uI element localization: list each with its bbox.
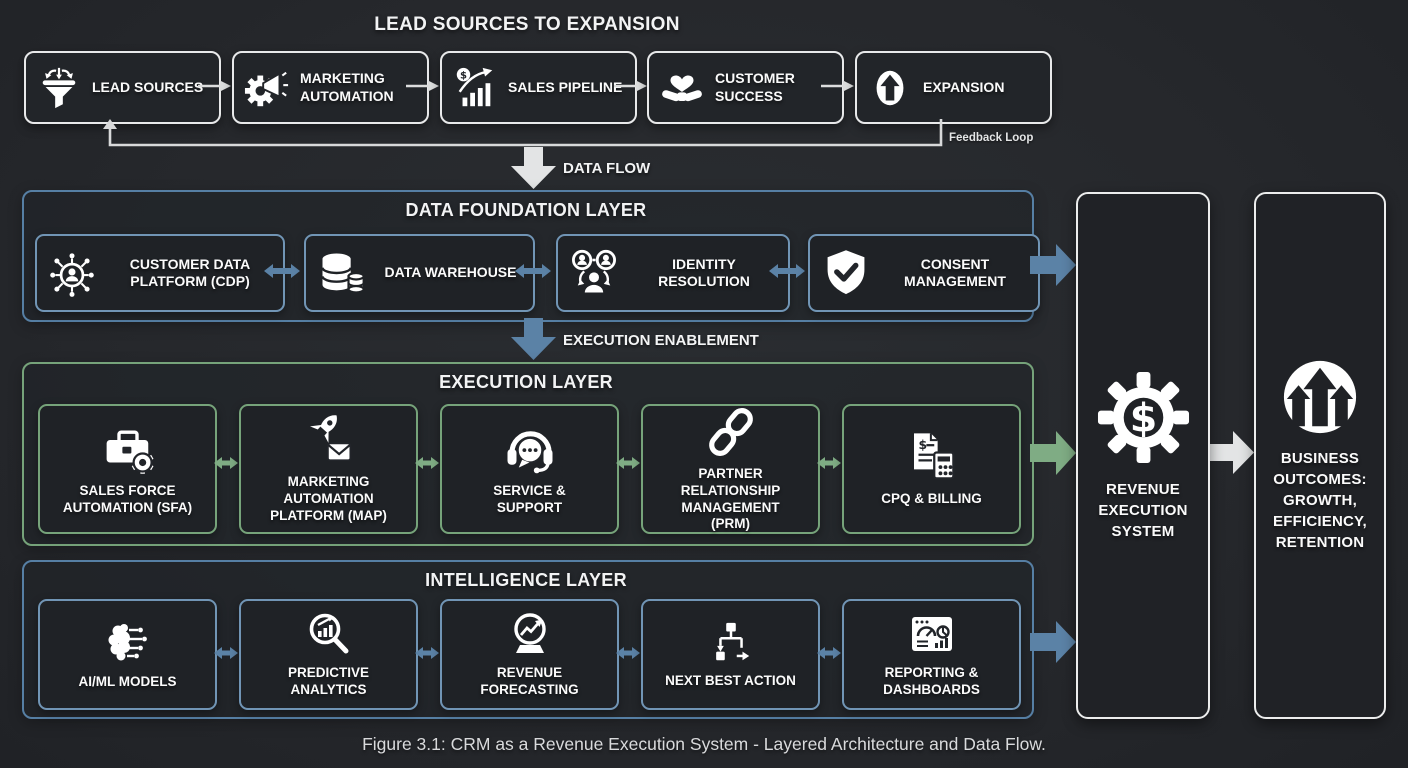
foundation-to-res-arrow (1030, 244, 1076, 286)
node-label: CUSTOMER SUCCESS (715, 70, 795, 104)
node-marketing-automation: MARKETING AUTOMATION (232, 51, 429, 124)
node-label: DATA WAREHOUSE (384, 264, 517, 281)
node-label: BUSINESS OUTCOMES: GROWTH, EFFICIENCY, R… (1273, 450, 1367, 551)
handshake-heart-icon (659, 65, 705, 111)
figure-caption: Figure 3.1: CRM as a Revenue Execution S… (362, 734, 1046, 754)
double-arrow (415, 647, 439, 659)
node-map: MARKETING AUTOMATION PLATFORM (MAP) (239, 404, 418, 534)
double-arrow (264, 264, 300, 278)
node-label: PREDICTIVE ANALYTICS (287, 665, 369, 697)
node-revenue-forecasting: REVENUE FORECASTING (440, 599, 619, 710)
node-data-warehouse: DATA WAREHOUSE (304, 234, 535, 312)
data-flow-label: DATA FLOW (563, 160, 651, 177)
node-cpq-billing: $ CPQ & BILLING (842, 404, 1021, 534)
node-cdp: CUSTOMER DATA PLATFORM (CDP) (35, 234, 285, 312)
node-label: REPORTING & DASHBOARDS (883, 665, 980, 697)
double-arrow (214, 457, 238, 469)
node-label: AI/ML MODELS (78, 673, 177, 689)
feedback-loop-connector (103, 119, 943, 147)
node-label: CPQ & BILLING (881, 491, 982, 507)
gear-dollar-icon: $ (1096, 370, 1191, 465)
node-label: PARTNER RELATIONSHIP MANAGEMENT (PRM) (680, 465, 781, 532)
node-label: SALES PIPELINE (508, 78, 623, 95)
intelligence-layer-title: INTELLIGENCE LAYER (425, 570, 627, 590)
shield-check-icon (820, 247, 872, 299)
node-service-support: SERVICE & SUPPORT (440, 404, 619, 534)
node-expansion: EXPANSION (855, 51, 1052, 124)
execution-enablement-arrow (511, 318, 556, 360)
node-revenue-execution-system: $ REVENUE EXECUTION SYSTEM (1076, 192, 1210, 719)
dashboard-icon (908, 610, 956, 658)
node-sfa: SALES FORCE AUTOMATION (SFA) (38, 404, 217, 534)
intelligence-to-res-arrow (1030, 621, 1076, 663)
node-label: CUSTOMER DATA PLATFORM (CDP) (129, 255, 251, 290)
identity-merge-icon (568, 247, 620, 299)
node-reporting-dashboards: REPORTING & DASHBOARDS (842, 599, 1021, 710)
node-label: CONSENT MANAGEMENT (904, 255, 1006, 290)
svg-text:$: $ (918, 438, 927, 452)
funnel-icon (36, 65, 82, 111)
right-arrow (614, 80, 647, 92)
node-lead-sources: LEAD SOURCES (24, 51, 221, 124)
brain-circuit-icon (104, 619, 152, 667)
node-aiml-models: AI/ML MODELS (38, 599, 217, 710)
double-arrow (817, 647, 841, 659)
double-arrow (616, 647, 640, 659)
node-label: LEAD SOURCES (92, 78, 204, 95)
double-arrow (515, 264, 551, 278)
node-label: MARKETING AUTOMATION (300, 70, 394, 104)
data-flow-arrow (511, 147, 556, 189)
headset-icon (503, 422, 557, 476)
node-label: REVENUE EXECUTION SYSTEM (1098, 480, 1188, 540)
top-flow-title: LEAD SOURCES TO EXPANSION (374, 14, 680, 35)
double-arrow (769, 264, 805, 278)
right-arrow (406, 80, 439, 92)
node-identity-resolution: IDENTITY RESOLUTION (556, 234, 790, 312)
node-label: EXPANSION (923, 78, 1005, 95)
magnifier-chart-icon (305, 610, 353, 658)
double-arrow (817, 457, 841, 469)
node-consent-management: CONSENT MANAGEMENT (808, 234, 1040, 312)
execution-to-res-arrow (1030, 431, 1076, 475)
network-user-icon (47, 248, 97, 298)
node-label: REVENUE FORECASTING (480, 665, 579, 697)
node-label: NEXT BEST ACTION (665, 672, 796, 688)
node-label: SALES FORCE AUTOMATION (SFA) (62, 482, 193, 515)
double-arrow (415, 457, 439, 469)
node-label: IDENTITY RESOLUTION (658, 255, 750, 290)
sales-growth-icon: $ (452, 65, 498, 111)
megaphone-gear-icon (244, 65, 290, 111)
rocket-mail-icon (302, 413, 356, 467)
chain-link-icon (704, 405, 758, 459)
node-business-outcomes: BUSINESS OUTCOMES: GROWTH, EFFICIENCY, R… (1254, 192, 1386, 719)
execution-enablement-label: EXECUTION ENABLEMENT (563, 332, 759, 349)
node-next-best-action: NEXT BEST ACTION (641, 599, 820, 710)
node-label: SERVICE & SUPPORT (493, 482, 566, 515)
svg-text:$: $ (1129, 395, 1157, 441)
database-icon (316, 247, 368, 299)
node-customer-success: CUSTOMER SUCCESS (647, 51, 844, 124)
node-predictive-analytics: PREDICTIVE ANALYTICS (239, 599, 418, 710)
decision-flow-icon (708, 620, 754, 666)
double-arrow (616, 457, 640, 469)
node-prm: PARTNER RELATIONSHIP MANAGEMENT (PRM) (641, 404, 820, 534)
node-sales-pipeline: $ SALES PIPELINE (440, 51, 637, 124)
res-to-outcomes-arrow (1206, 431, 1254, 474)
right-arrow (198, 80, 231, 92)
up-arrow-oval-icon (867, 65, 913, 111)
triple-growth-icon (1281, 358, 1359, 436)
svg-text:$: $ (460, 70, 467, 81)
invoice-calculator-icon: $ (905, 430, 959, 484)
data-foundation-layer-title: DATA FOUNDATION LAYER (405, 200, 647, 220)
crystal-ball-icon (506, 610, 554, 658)
execution-layer-title: EXECUTION LAYER (439, 372, 613, 392)
double-arrow (214, 647, 238, 659)
right-arrow (821, 80, 854, 92)
node-label: MARKETING AUTOMATION PLATFORM (MAP) (270, 474, 387, 523)
briefcase-gear-icon (101, 422, 155, 476)
feedback-loop-label: Feedback Loop (949, 132, 1034, 144)
